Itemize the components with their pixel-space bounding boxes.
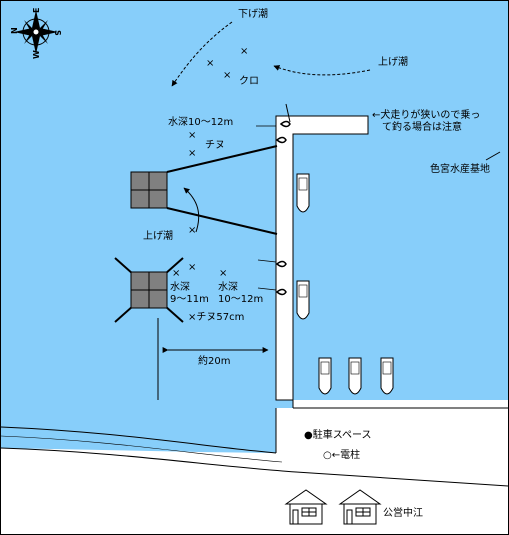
- compass-east: E: [32, 8, 41, 13]
- current-up-label: 上げ潮: [143, 231, 173, 242]
- shoreline: [0, 426, 277, 454]
- base-pointer: [485, 151, 501, 161]
- point-marker: ×: [172, 268, 181, 279]
- compass-west: W: [32, 50, 41, 59]
- pier: [275, 115, 369, 401]
- depth-pointer: [257, 259, 277, 263]
- depth-pointer: [257, 287, 277, 291]
- point-marker: ×: [188, 262, 197, 273]
- current-arrow-up-left: [183, 187, 200, 233]
- point-marker: ×: [223, 70, 232, 81]
- boat: [380, 357, 394, 395]
- compass-rose-icon: N S W E: [10, 8, 62, 59]
- parking-label: ●駐車スペース: [304, 430, 372, 441]
- point-marker: ×: [206, 58, 215, 69]
- bollard: [275, 288, 287, 296]
- point-marker: ×: [219, 268, 228, 279]
- coast-road-edge: [0, 447, 509, 487]
- boat: [348, 357, 362, 395]
- compass-south: S: [53, 30, 62, 36]
- bollard: [279, 120, 291, 128]
- fish-chinu-size-label: ×チヌ57cm: [188, 312, 245, 323]
- point-marker: ×: [188, 225, 197, 236]
- cage-rope: [166, 207, 278, 235]
- fish-kuro-label: クロ: [239, 76, 259, 87]
- boat: [318, 357, 332, 395]
- boat: [296, 173, 310, 213]
- current-down-label: 下げ潮: [238, 9, 268, 20]
- warning-note: ←犬走りが狭いので乗っ て釣る場合は注意: [372, 110, 481, 133]
- house-icon: [284, 489, 328, 525]
- current-arrow-up-top: [273, 65, 371, 76]
- base-name-label: 色宮水産基地: [430, 164, 490, 175]
- house-icon: [338, 489, 382, 525]
- pole-label: ○←電柱: [323, 450, 361, 461]
- current-arrow-down: [171, 21, 233, 87]
- boats: [296, 173, 394, 395]
- fish-cage-lower: [114, 257, 184, 323]
- depth-label: 水深 9～11m: [170, 282, 209, 305]
- bollard: [275, 136, 287, 144]
- boat: [296, 280, 310, 320]
- town-label: 公営中江: [383, 508, 423, 519]
- compass-north: N: [10, 27, 19, 34]
- bollard: [275, 260, 287, 268]
- depth-label: 水深10～12m: [168, 117, 234, 128]
- mooring-line: [285, 103, 291, 123]
- sea-area: [1, 1, 508, 453]
- fish-cage-upper: [130, 145, 278, 235]
- point-marker: ×: [240, 46, 249, 57]
- point-marker: ×: [188, 148, 197, 159]
- boat-details: [298, 177, 392, 375]
- depth-label: 水深 10～12m: [218, 282, 264, 305]
- current-up-label: 上げ潮: [378, 57, 408, 68]
- pier-bollards: [275, 120, 291, 296]
- point-marker: ×: [188, 130, 197, 141]
- fish-chinu-label: チヌ: [205, 140, 225, 151]
- cage-rope: [166, 145, 278, 173]
- distance-label: 約20m: [198, 356, 231, 367]
- coast-road-inner: [0, 435, 283, 463]
